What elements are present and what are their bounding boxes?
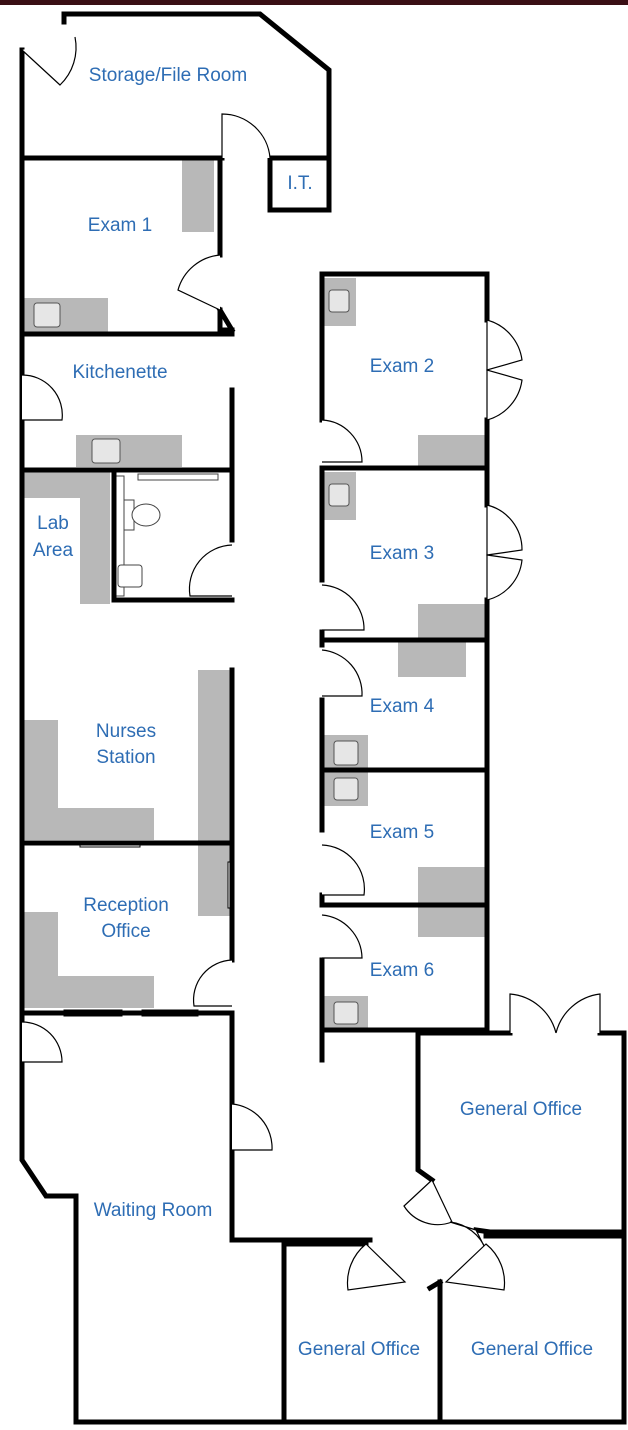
label-kitchenette: Kitchenette	[72, 362, 167, 383]
label-exam6: Exam 6	[370, 960, 434, 981]
reception-counter-bottom	[24, 976, 154, 1008]
door-exam3-a-icon	[486, 504, 523, 556]
wall-storage-top	[61, 11, 332, 143]
door-kitchen-icon	[21, 374, 63, 421]
label-exam3: Exam 3	[370, 543, 434, 564]
exam2-counter	[418, 435, 486, 467]
doors	[21, 36, 601, 1291]
door-waiting-corridor-icon	[231, 1103, 273, 1151]
exam1-sink-icon	[33, 302, 61, 328]
door-reception-icon	[192, 959, 233, 1007]
label-exam5: Exam 5	[370, 822, 434, 843]
exam5-counter	[418, 867, 486, 937]
wall-it-closet	[267, 137, 332, 213]
door-genoffice-top-b-icon	[555, 993, 601, 1034]
door-exam3-corridor-icon	[321, 584, 365, 631]
label-reception-line1: Reception	[83, 895, 169, 916]
door-exam5-icon	[321, 844, 366, 896]
door-waiting-entry-icon	[21, 1021, 63, 1063]
label-exam1: Exam 1	[88, 215, 152, 236]
toilet-bowl-icon	[131, 503, 161, 527]
top-border	[0, 0, 628, 5]
exam6-sink-icon	[333, 1001, 359, 1025]
label-exam4: Exam 4	[370, 696, 435, 717]
lab-counter-side	[80, 472, 110, 604]
exam3-counter	[418, 604, 486, 638]
label-waiting-room: Waiting Room	[94, 1200, 213, 1221]
wall-exam1-notch	[217, 307, 235, 333]
door-restroom-icon	[188, 544, 233, 597]
wall-genoffice-right-bottom	[473, 1227, 627, 1235]
label-general-office-right: General Office	[460, 1099, 582, 1120]
exam4-sink-icon	[333, 740, 359, 766]
door-genoffice-diag-b-icon	[449, 1221, 487, 1251]
door-exam6-icon	[321, 914, 363, 959]
door-corridor-top-icon	[221, 113, 271, 159]
exam5-sink-icon	[333, 777, 359, 801]
wall-exam2-outer	[319, 271, 490, 423]
wall-exam1-diag	[216, 306, 236, 334]
restroom-sink-icon	[117, 564, 143, 588]
label-storage: Storage/File Room	[89, 65, 247, 86]
door-exam4-icon	[321, 649, 363, 697]
door-exam2-a-icon	[486, 319, 523, 371]
label-lab-line1: Lab	[37, 513, 69, 534]
exam1-counter	[182, 158, 214, 232]
exam2-sink-icon	[328, 289, 350, 313]
label-exam2: Exam 2	[370, 356, 434, 377]
restroom-fixtures	[115, 473, 219, 597]
room-labels: Storage/File Room I.T. Exam 1 Kitchenett…	[33, 65, 593, 1360]
door-bottom-right-icon	[444, 1243, 506, 1291]
door-exam1-icon	[177, 254, 221, 311]
door-storage-icon	[21, 36, 77, 86]
grab-bar-icon	[137, 473, 219, 481]
nurses-counter-right	[198, 670, 230, 916]
label-nurses-line2: Station	[96, 747, 155, 768]
label-general-office-bottom-left: General Office	[298, 1339, 420, 1360]
label-lab-line2: Area	[33, 540, 74, 561]
sinks	[33, 289, 359, 1025]
label-nurses-line1: Nurses	[96, 721, 156, 742]
wall-divider-tip	[426, 1278, 444, 1292]
exam4-counter	[398, 641, 466, 677]
door-bottom-left-icon	[346, 1243, 407, 1291]
wall-genoffice-right-left	[415, 1030, 436, 1184]
door-genoffice-diag-a-icon	[403, 1179, 453, 1226]
exam3-sink-icon	[328, 483, 350, 507]
kitchenette-sink-icon	[91, 438, 121, 464]
door-exam3-b-icon	[486, 554, 523, 601]
nurses-counter-bottom	[24, 808, 154, 840]
wall-outer-left-bottom	[19, 47, 627, 1425]
label-reception-line2: Office	[101, 921, 150, 942]
door-exam2-corridor-icon	[321, 419, 363, 463]
counters	[24, 158, 486, 1030]
door-exam2-b-icon	[486, 369, 523, 421]
door-genoffice-top-a-icon	[509, 993, 557, 1034]
walls	[19, 11, 627, 1425]
label-it: I.T.	[287, 173, 312, 194]
label-general-office-bottom-right: General Office	[471, 1339, 593, 1360]
